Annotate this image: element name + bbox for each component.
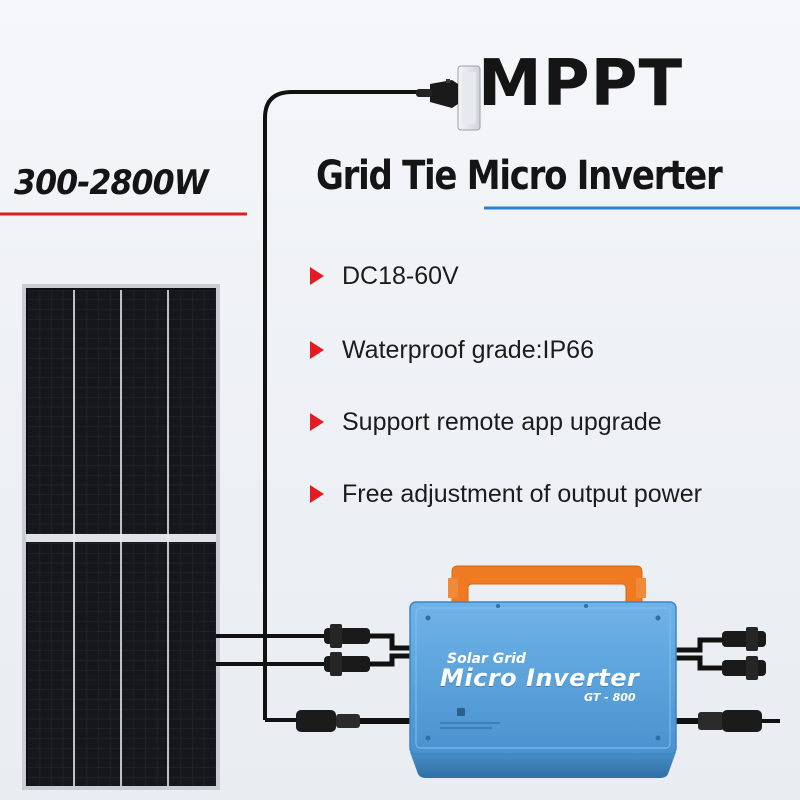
dc-cables [216,633,414,667]
wall-plug-icon [416,65,481,131]
device-brand-label: Solar Grid [447,651,526,667]
subheadline: Grid Tie Micro Inverter [316,153,723,199]
mc4-connector-icon [324,624,370,676]
micro-inverter-image [409,565,677,778]
ac-connectors [296,710,780,732]
device-model-label: GT - 800 [584,691,636,704]
mc4-connector-icon [674,627,766,680]
device-name-label: Micro Inverter [440,664,640,692]
solar-panel-image [22,284,220,790]
power-range-label: 300-2800W [14,163,209,203]
ac-cable [263,90,432,722]
headline-mppt: MPPT [478,47,684,121]
